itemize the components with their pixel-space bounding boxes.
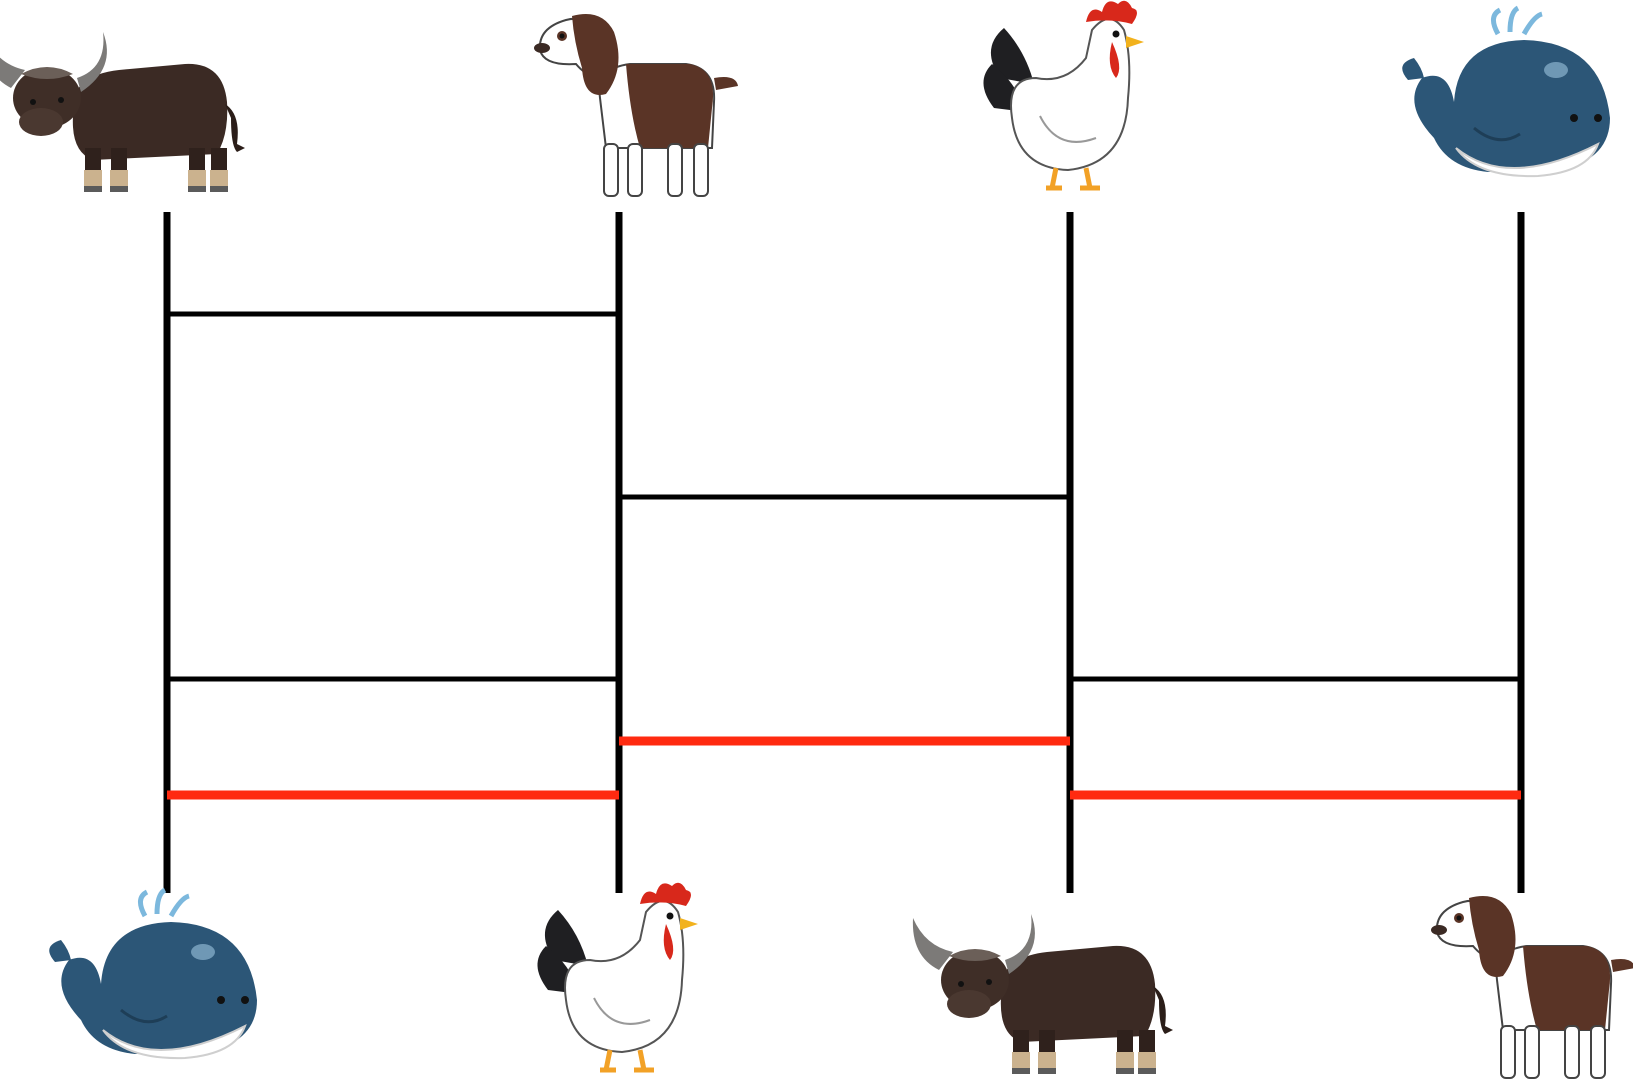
top-water-buffalo-icon — [0, 32, 245, 192]
bottom-water-buffalo-icon — [913, 914, 1173, 1074]
bottom-whale-icon — [49, 890, 257, 1058]
bottom-dog-icon — [1431, 896, 1633, 1078]
top-whale-icon — [1402, 8, 1610, 176]
top-rooster-icon — [983, 1, 1144, 188]
ladder-rungs — [167, 314, 1521, 795]
top-dog-icon — [534, 14, 738, 196]
bottom-rooster-icon — [537, 883, 698, 1070]
